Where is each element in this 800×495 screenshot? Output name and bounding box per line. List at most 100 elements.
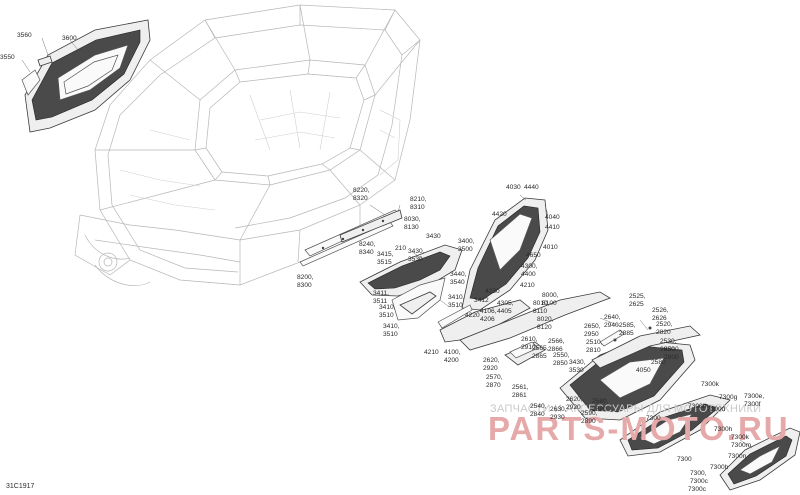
callout-8010: 8010, [533,300,550,307]
side-panel-assembly [359,244,463,321]
callout-8310: 8310 [410,204,425,211]
callout-4040: 4040 [545,214,560,221]
callout-7300e: 7300e, [744,393,764,400]
callout-2890: 2890 [581,418,596,425]
watermark: ЗАПЧАСТИ И АКСЕССУАРЫ ДЛЯ МОТОТЕХНИКИ PA… [488,403,788,447]
callout-2550: 2550, [553,352,570,359]
callout-3540: 3540 [450,279,465,286]
callout-4206: 4206 [480,316,495,323]
callout-3430c: 3430, [569,359,586,366]
callout-3415: 3415, [377,251,394,258]
callout-4220: 4220 [465,312,480,319]
callout-2580b: 2580, [592,398,609,405]
callout-2580: 2580 [651,359,666,366]
callout-3400: 3400, [458,238,475,245]
callout-2880: 2880 [592,406,607,413]
callout-8340: 8340 [359,249,374,256]
callout-7300t: 7300 [677,456,692,463]
callout-8110: 8110 [533,308,548,315]
callout-4410: 4410 [545,224,560,231]
callout-3510b: 3510 [383,331,398,338]
callout-4230: 4230 [485,288,500,295]
callout-2930: 2930 [550,414,565,421]
callout-2500: 2500, [664,346,681,353]
callout-3530: 3530 [408,256,423,263]
callout-2620: 2620, [483,357,500,364]
callout-3410c: 3410, [448,294,465,301]
callout-7300r: 7300, [690,470,707,477]
callout-2920: 2920 [483,365,498,372]
callout-8200: 8200, [297,274,314,281]
callout-8210: 8210, [410,196,427,203]
callout-7300g: 7300g [719,394,738,401]
callout-7300f: 7300f [744,401,761,408]
callout-4030: 4030 [506,184,521,191]
callout-8130: 8130 [404,224,419,231]
callout-4106: 4106, [480,308,497,315]
callout-2870: 2870 [486,382,501,389]
callout-2525: 2525, [629,293,646,300]
callout-8240: 8240, [359,241,376,248]
callout-7300c-2: 7300c [688,486,707,493]
callout-210: 210 [395,245,406,252]
callout-2540: 2540, [530,403,547,410]
callout-2940: 2940 [604,322,619,329]
callout-8000: 8000, [542,292,559,299]
callout-3600: 3600 [62,35,77,42]
callout-3530b: 3530 [569,367,584,374]
callout-2910: 2910 [521,344,536,351]
lower-door-4000 [437,194,549,343]
callout-3440: 3440, [450,271,467,278]
callout-4305: 4305, [497,300,514,307]
callout-4200: 4200 [444,357,459,364]
callout-2800: 2800 [664,354,679,361]
callout-2650: 2650, [584,323,601,330]
callout-3412: 3412 [474,297,489,304]
callout-2865: 2865 [532,353,547,360]
callout-2640: 2640, [604,314,621,321]
callout-7300k-2: 7300k [731,434,750,441]
callout-2510: 2510, [586,339,603,346]
callout-2861: 2861 [512,392,527,399]
callout-4650: 4650 [526,252,541,259]
callout-2610: 2610, [521,336,538,343]
callout-labels: 3560 3600 3550 8220, 8320 8210, 8310 803… [0,32,764,493]
main-door-2500 [559,317,701,421]
callout-3500: 3500 [458,246,473,253]
callout-4210b: 4210 [424,349,439,356]
callout-3511: 3511 [373,298,388,305]
callout-7300c: 7300c [690,478,709,485]
callout-8300: 8300 [297,282,312,289]
callout-4400: 4400 [521,271,536,278]
callout-3515: 3515 [377,259,392,266]
callout-7300m: 7300m [731,442,752,449]
callout-7300n: 7300n [728,453,747,460]
vehicle-frame [74,4,421,286]
callout-3410a: 3410, [379,304,396,311]
callout-4300: 4300, [521,263,538,270]
callout-2520: 2520, [656,321,673,328]
callout-2920b: 2920 [566,404,581,411]
callout-2590: 2590, [581,410,598,417]
callout-2950: 2950 [584,331,599,338]
callout-4440: 4440 [524,184,539,191]
callout-7300h-2: 7300h [710,464,729,471]
callout-8020: 8020, [537,316,554,323]
callout-7300k: 7300k [701,381,720,388]
door-assembly-top-left [21,19,151,133]
callout-3510a: 3510 [379,312,394,319]
callout-2840: 2840 [530,411,545,418]
callout-2625: 2625 [629,301,644,308]
callout-8120: 8120 [537,324,552,331]
callout-3410b: 3410, [383,323,400,330]
callout-2526: 2526, [652,307,669,314]
callout-8030: 8030, [404,216,421,223]
callout-3430b: 3430, [408,248,425,255]
callout-3550: 3550 [0,54,15,61]
callout-3411: 3411, [373,290,389,297]
callout-2626: 2626 [652,315,667,322]
callout-2830: 2830 [660,346,675,353]
callout-2530: 2530, [660,338,677,345]
